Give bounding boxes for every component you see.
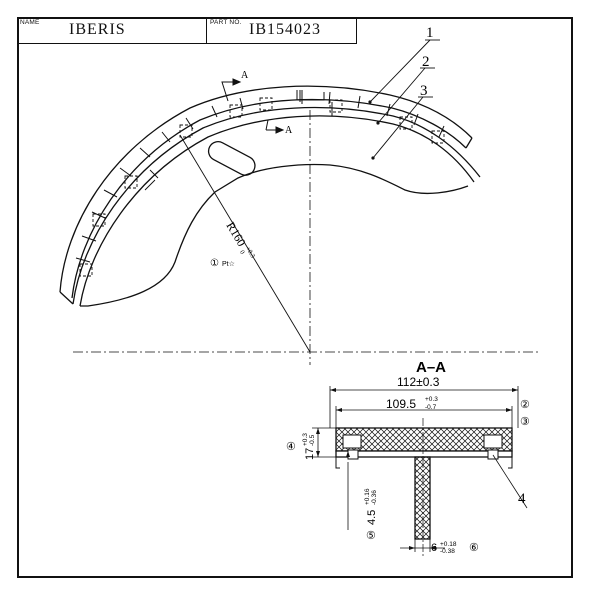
- section-mark-top: A: [241, 70, 249, 81]
- callout-2-leader: [377, 67, 426, 124]
- title-block-divider: [206, 17, 207, 44]
- web-thickness-tol-lower: -0.38: [440, 548, 455, 555]
- overall-width-marker: ②: [520, 399, 530, 411]
- lining-outer-arc: [59, 85, 473, 293]
- rim-thickness-dimension: 4.5 +0.16 -0.36: [364, 488, 378, 525]
- section-view: [335, 418, 513, 558]
- rim-inner-arc: [79, 115, 475, 307]
- rim-thickness-tol-upper: +0.16: [364, 488, 371, 505]
- lining-width-tol-lower: -0.7: [425, 404, 437, 411]
- part-number-value: IB154023: [249, 21, 321, 38]
- web-thickness-tol-upper: +0.18: [440, 541, 457, 548]
- radius-note: Pt☆: [222, 260, 235, 268]
- callout-2: 2: [422, 54, 430, 70]
- title-block: NAME IBERIS PART NO. IB154023: [17, 17, 357, 44]
- height-tol-upper: +0.3: [302, 433, 309, 446]
- part-number-label: PART NO.: [210, 19, 242, 26]
- dimension-arrows: [316, 388, 518, 550]
- name-label: NAME: [20, 19, 40, 26]
- rim-thickness-marker: ⑤: [366, 530, 376, 542]
- lining-width-marker: ③: [520, 416, 530, 428]
- section-title: A–A: [416, 359, 446, 376]
- rim-outer-arc: [72, 106, 481, 305]
- web-thickness-marker: ⑥: [469, 542, 479, 554]
- height-marker: ④: [286, 441, 296, 453]
- radius-tol-upper: +0.3: [244, 246, 256, 260]
- height-dimension: 17 +0.3 -0.5: [302, 433, 316, 460]
- callout-1-leader: [369, 39, 431, 103]
- radius-marker: ①: [210, 258, 219, 269]
- callout-1: 1: [426, 25, 434, 41]
- web-thickness-base: 6: [431, 542, 437, 554]
- section-dimension-lines: [312, 386, 528, 552]
- lining-inner-arc: [71, 98, 467, 299]
- height-base: 17: [304, 448, 316, 460]
- name-value: IBERIS: [69, 21, 126, 38]
- section-web: [414, 456, 431, 540]
- overall-width-dim: 112±0.3: [397, 375, 440, 389]
- brake-shoe-view: [59, 85, 481, 307]
- callout-4: 4: [518, 491, 526, 507]
- radius-leader: [179, 134, 311, 353]
- section-mark-bottom: A: [285, 125, 293, 136]
- lining-width-base: 109.5: [386, 397, 416, 411]
- web-outline: [80, 163, 469, 307]
- callout-3: 3: [420, 83, 428, 99]
- section-rim: [335, 450, 513, 458]
- slot-hole: [207, 141, 256, 176]
- rim-thickness-base: 4.5: [366, 510, 378, 525]
- radius-base: R160: [223, 219, 248, 249]
- rim-thickness-tol-lower: -0.36: [371, 490, 378, 505]
- drawing-frame: [17, 17, 573, 578]
- height-tol-lower: -0.5: [309, 434, 316, 446]
- radius-tol-lower: 0: [238, 249, 246, 255]
- radius-dimension: R160 +0.3 0: [223, 219, 256, 260]
- callout-3-leader: [372, 96, 424, 159]
- lining-width-tol-upper: +0.3: [425, 396, 438, 403]
